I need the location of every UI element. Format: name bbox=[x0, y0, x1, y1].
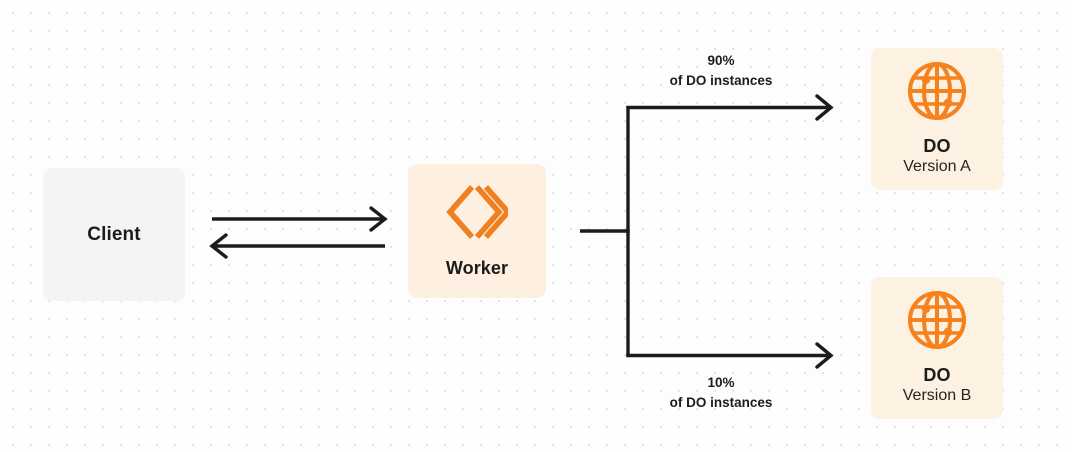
node-client-label: Client bbox=[87, 223, 141, 245]
node-client[interactable]: Client bbox=[43, 168, 185, 301]
node-do-version-b[interactable]: DO Version B bbox=[871, 277, 1003, 419]
edge-label-do-b: 10% of DO instances bbox=[627, 373, 815, 412]
edge-label-do-a: 90% of DO instances bbox=[627, 51, 815, 90]
edge-label-do-b-caption: of DO instances bbox=[669, 394, 773, 410]
node-do-a-sublabel: Version A bbox=[903, 158, 971, 176]
edge-label-do-a-percent: 90% bbox=[707, 53, 735, 68]
arrow-worker-to-do-a bbox=[626, 94, 834, 121]
node-worker-label: Worker bbox=[445, 258, 509, 279]
node-do-b-sublabel: Version B bbox=[902, 387, 972, 405]
node-do-a-label: DO bbox=[923, 135, 951, 156]
globe-icon bbox=[907, 290, 967, 349]
connector-worker-split bbox=[580, 106, 630, 357]
edge-label-do-b-percent: 10% bbox=[707, 375, 735, 390]
edge-label-do-a-caption: of DO instances bbox=[669, 72, 773, 88]
arrow-client-to-worker bbox=[212, 206, 388, 232]
arrow-worker-to-do-b bbox=[626, 342, 834, 369]
globe-icon bbox=[907, 61, 967, 120]
cloudflare-workers-icon bbox=[446, 185, 508, 240]
node-do-version-a[interactable]: DO Version A bbox=[871, 48, 1003, 190]
arrow-worker-to-client bbox=[209, 233, 385, 259]
node-worker[interactable]: Worker bbox=[408, 164, 546, 298]
node-do-b-label: DO bbox=[923, 364, 951, 385]
